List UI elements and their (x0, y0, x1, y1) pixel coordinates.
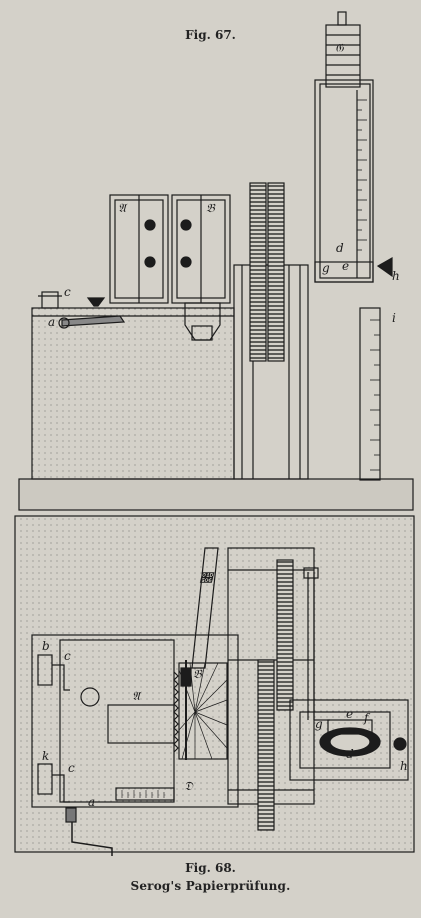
label-fig68-e: e (346, 707, 353, 721)
label-fig68-d: d (346, 747, 354, 761)
gear-plan-lower (257, 659, 275, 831)
label-fig67-d: d (336, 241, 344, 255)
label-fig67-h: h (392, 269, 400, 283)
label-fig67-i: i (392, 311, 396, 325)
scale-strip (115, 787, 175, 801)
figure-subtitle: Serog's Papierprüfung. (130, 879, 291, 893)
label-fig67-g: g (322, 261, 330, 275)
rod-scale-ticks (370, 319, 380, 471)
right-bracket (289, 699, 409, 781)
label-fig67-a: a (48, 315, 55, 329)
label-fig67-e: e (342, 259, 349, 273)
plan-main-plate (31, 634, 239, 808)
gear-right (267, 182, 285, 362)
label-fig68-c-mid: c (68, 761, 75, 775)
gear-left (249, 182, 267, 362)
small-knob (86, 297, 106, 307)
scale-rod (359, 307, 381, 481)
main-housing (31, 307, 235, 480)
figure-68-plan (14, 515, 415, 856)
arm-C (191, 547, 219, 669)
plan-outer-frame (14, 515, 415, 853)
label-fig68-g: g (315, 717, 323, 731)
clamp-knobs (144, 219, 192, 268)
gear-plan-upper (276, 559, 294, 711)
column-scale-ticks (357, 99, 367, 251)
label-fig67-B: 𝔅 (206, 201, 216, 215)
label-fig68-C: 𝔆 (199, 571, 215, 585)
label-fig68-h: h (400, 759, 408, 773)
label-fig68-B: 𝔅 (193, 667, 203, 681)
paper-specimen (178, 662, 228, 760)
knob-c (41, 291, 59, 309)
plan-hole (80, 687, 100, 707)
base-plate (18, 478, 414, 511)
label-fig67-A: 𝔄 (118, 201, 128, 215)
label-fig68-a: a (88, 795, 95, 809)
crank-handle (71, 822, 113, 856)
label-fig68-k: k (42, 749, 49, 763)
knob-h (376, 256, 393, 278)
label-fig67-c: c (64, 285, 71, 299)
label-fig67-G: 𝔊 (335, 41, 345, 55)
label-fig68-f: f (363, 711, 371, 725)
handle-a (61, 315, 126, 327)
figure-67-elevation (18, 11, 414, 511)
figure-67-caption: Fig. 67. (185, 28, 236, 42)
figure-68-caption: Fig. 68. (185, 861, 236, 875)
weight-stack (325, 11, 361, 88)
clamp-k (37, 763, 53, 795)
clamp-b (37, 654, 53, 686)
label-fig68-A: 𝔄 (132, 689, 142, 703)
label-fig68-b: b (42, 639, 50, 653)
label-fig68-D: 𝔇 (184, 779, 194, 793)
graduated-column (314, 79, 374, 283)
label-fig68-c-top: c (64, 649, 71, 663)
